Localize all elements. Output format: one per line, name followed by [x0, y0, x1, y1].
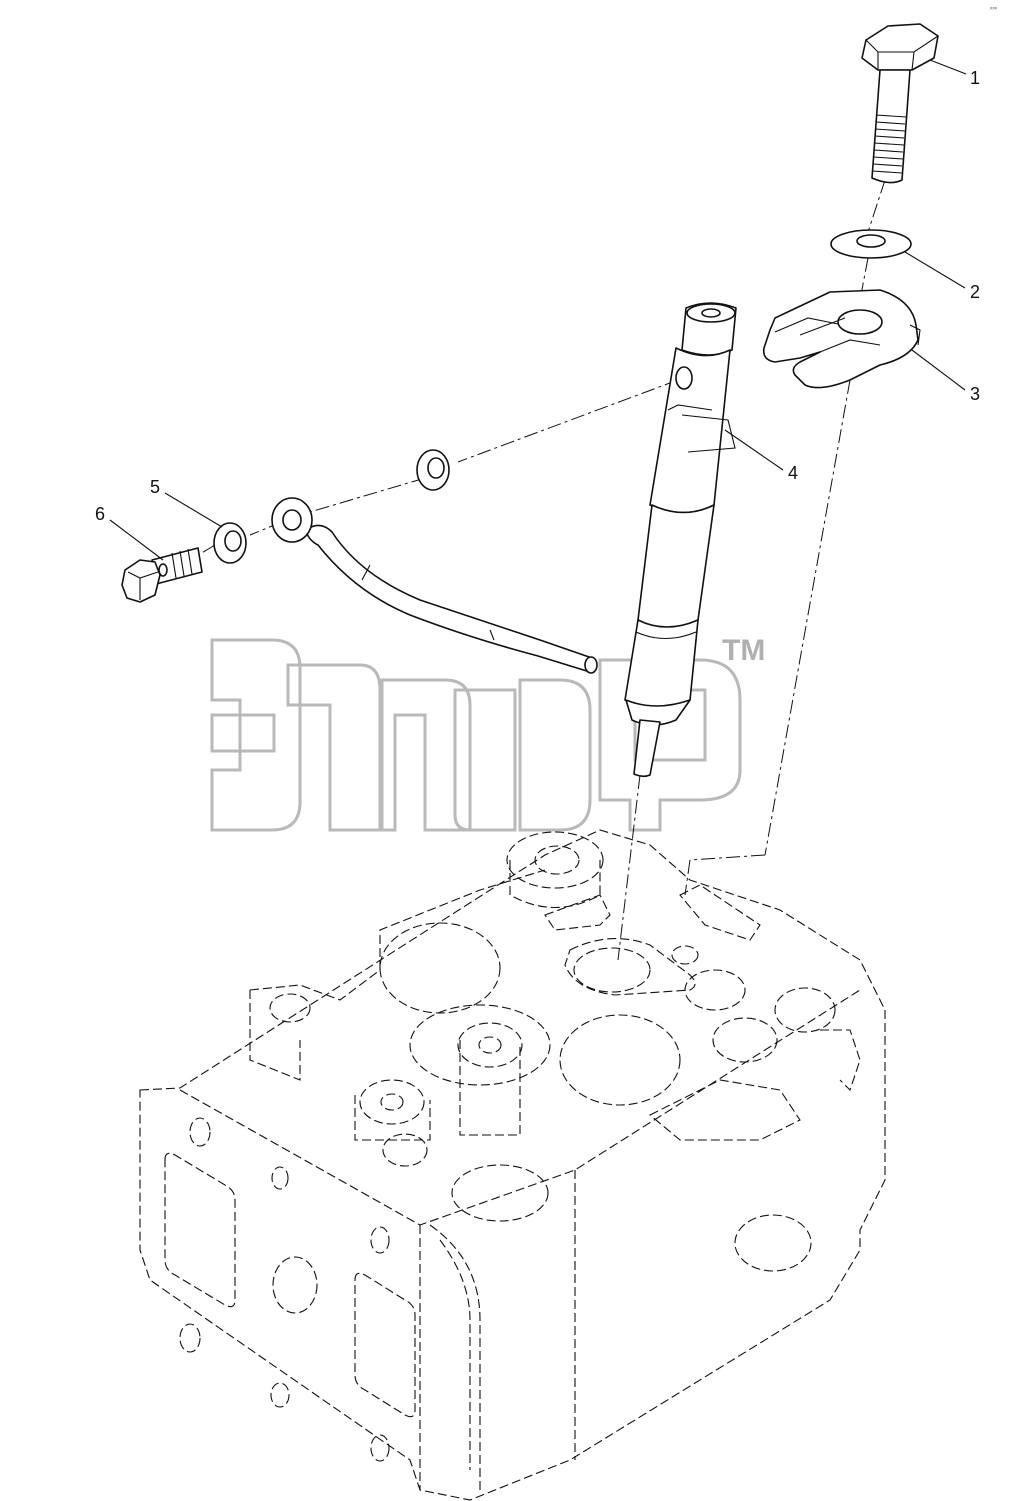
- fuel-return-line: [271, 497, 598, 674]
- part-3-clamp: [762, 289, 921, 389]
- callout-5: 5: [150, 477, 160, 497]
- callout-4: 4: [788, 463, 798, 483]
- upper-sealing-washer: [416, 449, 450, 491]
- corner-mark: ⸗⸗⸗: [990, 4, 998, 12]
- part-1-bolt: [861, 23, 939, 184]
- trademark-mark: TM: [722, 634, 765, 667]
- part-6-banjo-bolt: [121, 547, 203, 603]
- part-4-injector: [624, 302, 737, 778]
- part-2-washer: [830, 229, 912, 259]
- callout-2: 2: [970, 282, 980, 302]
- callout-labels: 1 2 3 4 5 6: [95, 68, 980, 524]
- assembly-lines: [189, 179, 886, 961]
- leader-lines: [109, 59, 967, 561]
- callout-1: 1: [970, 68, 980, 88]
- cylinder-head: [139, 829, 886, 1501]
- watermark: TM: [210, 634, 765, 832]
- part-5-sealing-washer: [213, 522, 247, 564]
- callout-3: 3: [970, 384, 980, 404]
- callout-6: 6: [95, 504, 105, 524]
